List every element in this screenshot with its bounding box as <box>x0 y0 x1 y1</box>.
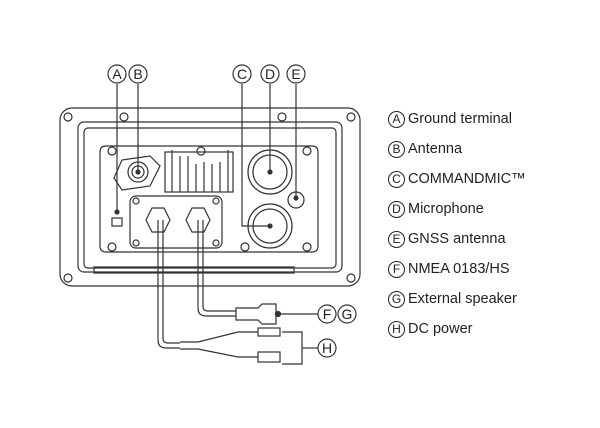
ground-terminal <box>111 209 123 227</box>
legend-badge: G <box>388 290 405 308</box>
legend-label: External speaker <box>408 291 517 307</box>
legend-label: DC power <box>408 321 473 337</box>
screws <box>63 112 356 283</box>
cable-gland-right <box>185 207 211 233</box>
nmea-cable <box>197 220 236 317</box>
legend-badge: C <box>388 170 405 188</box>
svg-text:G: G <box>342 306 353 322</box>
legend-label: COMMANDMIC™ <box>408 171 526 187</box>
cable-gland-plate <box>129 195 223 249</box>
callout-g: G <box>337 304 357 324</box>
svg-text:A: A <box>112 66 122 82</box>
svg-text:E: E <box>291 66 300 82</box>
legend-badge: F <box>388 260 405 278</box>
callout-a: A <box>107 64 127 84</box>
callout-d: D <box>260 64 280 84</box>
callout-c: C <box>232 64 252 84</box>
callout-e: E <box>286 64 306 84</box>
legend-label: Microphone <box>408 201 484 217</box>
legend-badge: E <box>388 230 405 248</box>
legend-label: GNSS antenna <box>408 231 506 247</box>
nmea-connector <box>235 303 277 325</box>
outer-housing <box>59 107 361 287</box>
legend-badge: B <box>388 140 405 158</box>
svg-text:C: C <box>237 66 247 82</box>
svg-text:H: H <box>322 340 332 356</box>
legend-badge: A <box>388 110 405 128</box>
legend-label: Ground terminal <box>408 111 512 127</box>
callout-b: B <box>128 64 148 84</box>
cable-gland-left <box>145 207 171 233</box>
legend-label: Antenna <box>408 141 463 157</box>
legend-label: NMEA 0183/HS <box>408 261 510 277</box>
svg-text:F: F <box>323 306 332 322</box>
terminal-block <box>164 150 234 193</box>
power-cable <box>157 220 180 349</box>
svg-text:B: B <box>133 66 142 82</box>
callout-h: H <box>317 338 337 358</box>
callout-f: F <box>317 304 337 324</box>
legend-badge: D <box>388 200 405 218</box>
connector-plate <box>99 145 319 253</box>
svg-text:D: D <box>265 66 275 82</box>
inner-frame <box>77 121 343 273</box>
antenna-connector <box>113 155 161 191</box>
legend-badge: H <box>388 320 405 338</box>
